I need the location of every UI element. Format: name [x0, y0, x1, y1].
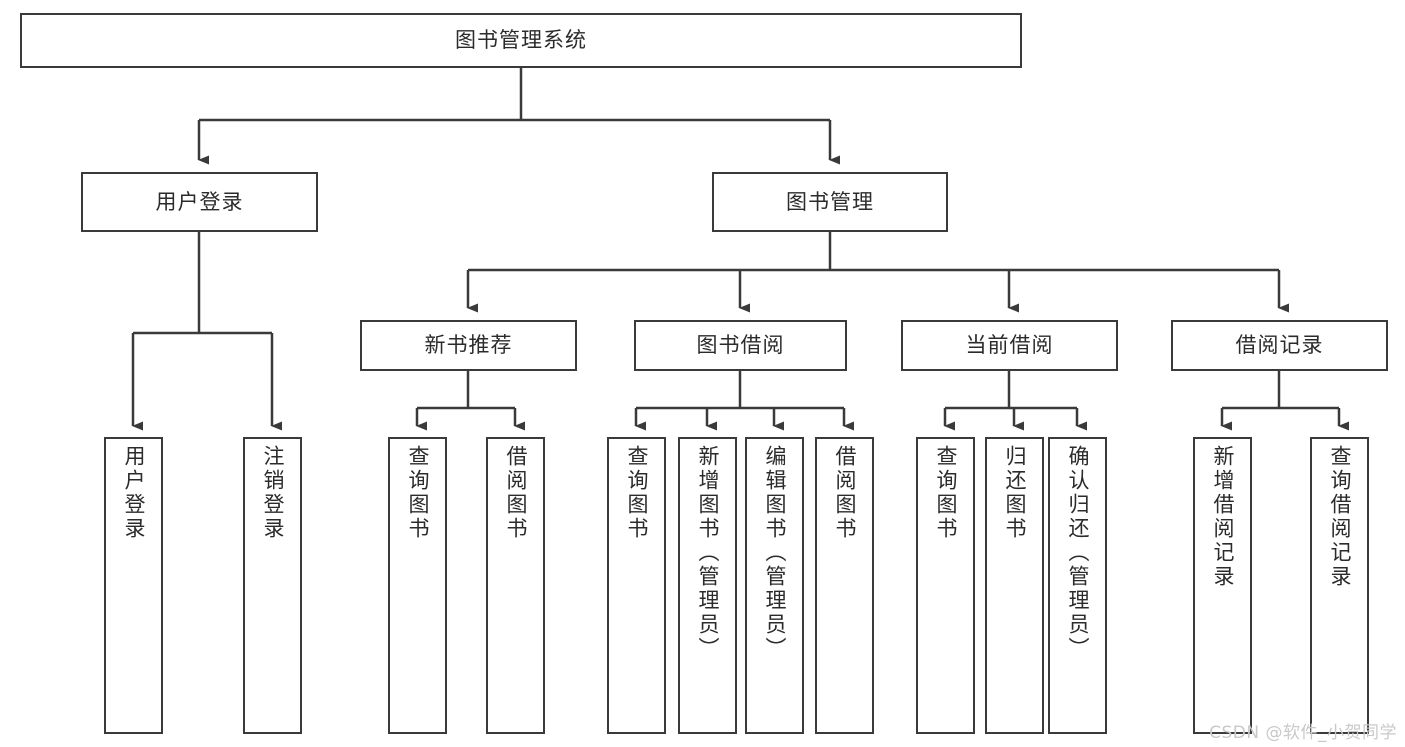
leaf-book-borrow-edit-label: 编辑图书（管理员）: [763, 445, 787, 661]
leaf-book-borrow-borrow[interactable]: 借阅图书: [815, 437, 874, 734]
node-user-login[interactable]: 用户登录: [81, 172, 318, 232]
leaf-user-login-logout-label: 注销登录: [261, 445, 285, 541]
leaf-current-borrow-return[interactable]: 归还图书: [985, 437, 1044, 734]
leaf-book-borrow-query-label: 查询图书: [625, 445, 649, 541]
node-borrow-records[interactable]: 借阅记录: [1171, 320, 1388, 371]
node-current-borrow[interactable]: 当前借阅: [901, 320, 1118, 371]
leaf-borrow-record-query[interactable]: 查询借阅记录: [1310, 437, 1369, 734]
leaf-user-login-login-label: 用户登录: [122, 445, 146, 541]
leaf-borrow-record-query-label: 查询借阅记录: [1328, 445, 1352, 589]
leaf-current-borrow-query-label: 查询图书: [934, 445, 958, 541]
node-borrow-records-label: 借阅记录: [1235, 333, 1324, 358]
leaf-book-borrow-edit[interactable]: 编辑图书（管理员）: [745, 437, 804, 734]
node-book-management-label: 图书管理: [786, 189, 874, 214]
node-current-borrow-label: 当前借阅: [965, 333, 1054, 358]
leaf-new-book-borrow[interactable]: 借阅图书: [486, 437, 545, 734]
leaf-book-borrow-add[interactable]: 新增图书（管理员）: [678, 437, 737, 734]
leaf-book-borrow-borrow-label: 借阅图书: [833, 445, 857, 541]
leaf-user-login-login[interactable]: 用户登录: [104, 437, 163, 734]
node-book-borrow[interactable]: 图书借阅: [634, 320, 847, 371]
leaf-new-book-borrow-label: 借阅图书: [504, 445, 528, 541]
node-root[interactable]: 图书管理系统: [20, 13, 1022, 68]
leaf-user-login-logout[interactable]: 注销登录: [243, 437, 302, 734]
leaf-borrow-record-add-label: 新增借阅记录: [1211, 445, 1235, 589]
node-user-login-label: 用户登录: [155, 189, 244, 214]
leaf-new-book-query[interactable]: 查询图书: [388, 437, 447, 734]
leaf-borrow-record-add[interactable]: 新增借阅记录: [1193, 437, 1252, 734]
leaf-current-borrow-query[interactable]: 查询图书: [916, 437, 975, 734]
node-new-book-recommend-label: 新书推荐: [424, 333, 513, 358]
node-new-book-recommend[interactable]: 新书推荐: [360, 320, 577, 371]
leaf-current-borrow-confirm[interactable]: 确认归还（管理员）: [1048, 437, 1107, 734]
watermark: CSDN @软件_小贺同学: [1209, 723, 1397, 743]
node-root-label: 图书管理系统: [455, 28, 587, 53]
node-book-management[interactable]: 图书管理: [712, 172, 948, 232]
leaf-book-borrow-add-label: 新增图书（管理员）: [696, 445, 720, 661]
node-book-borrow-label: 图书借阅: [696, 333, 785, 358]
leaf-new-book-query-label: 查询图书: [406, 445, 430, 541]
leaf-current-borrow-return-label: 归还图书: [1003, 445, 1027, 541]
leaf-book-borrow-query[interactable]: 查询图书: [607, 437, 666, 734]
leaf-current-borrow-confirm-label: 确认归还（管理员）: [1066, 445, 1090, 661]
